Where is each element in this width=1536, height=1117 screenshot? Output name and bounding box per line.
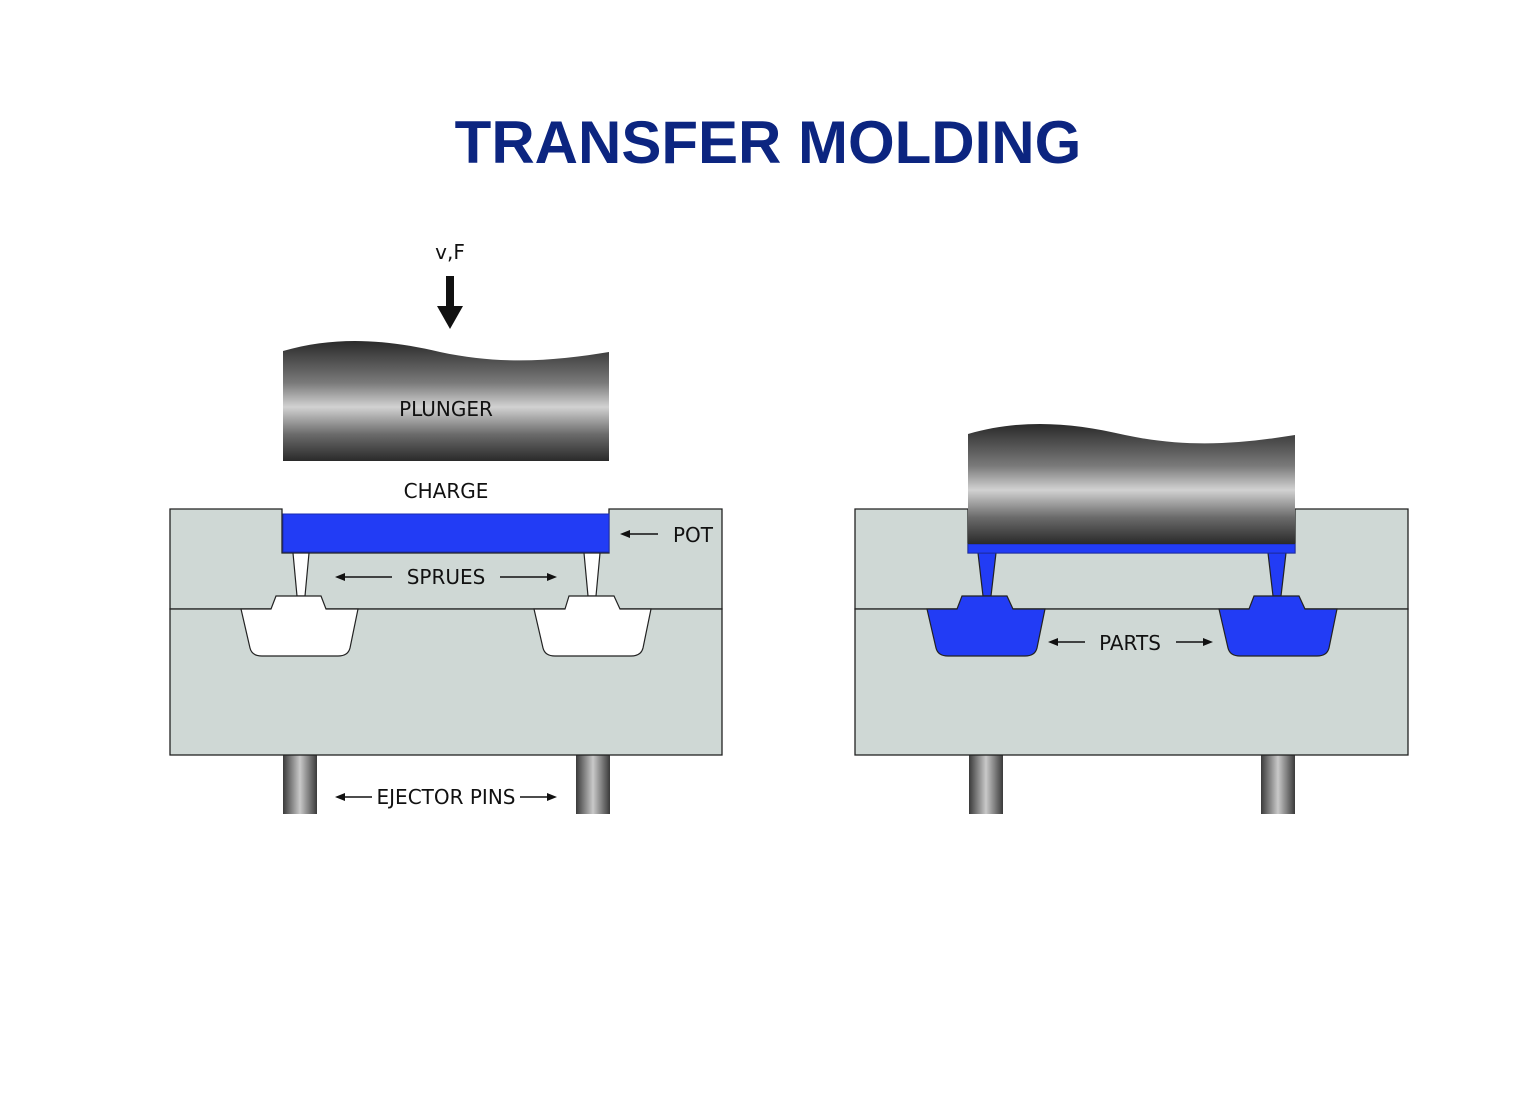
force-arrow-icon	[437, 276, 463, 329]
plunger-lowered	[968, 423, 1295, 544]
right-panel: PARTS	[854, 423, 1409, 814]
parts-right-arrow-icon	[1176, 638, 1213, 646]
cavity-left-empty	[240, 595, 359, 657]
charge	[282, 513, 610, 553]
part-right	[1218, 595, 1338, 657]
diagram-title: TRANSFER MOLDING	[455, 109, 1082, 176]
parts-label: PARTS	[1099, 631, 1161, 655]
ejector-pins-label: EJECTOR PINS	[377, 785, 516, 809]
sprues-label: SPRUES	[407, 565, 486, 589]
cavity-right-empty	[533, 595, 652, 657]
sprues-right-arrow-icon	[500, 573, 557, 581]
plunger	[283, 340, 609, 461]
pot-label: POT	[673, 523, 714, 547]
pot-arrow-icon	[620, 530, 658, 538]
left-panel: v,F PLUNGER CHARGE POT	[169, 240, 723, 814]
parts-left-arrow-icon	[1048, 638, 1085, 646]
plunger-label: PLUNGER	[399, 397, 493, 421]
part-left	[926, 595, 1046, 657]
cull	[967, 543, 1296, 554]
ejector-pins-right-arrow-icon	[520, 793, 557, 801]
force-label: v,F	[435, 240, 465, 264]
charge-label: CHARGE	[404, 479, 489, 503]
sprues-left-arrow-icon	[335, 573, 392, 581]
ejector-pins-left-arrow-icon	[335, 793, 372, 801]
